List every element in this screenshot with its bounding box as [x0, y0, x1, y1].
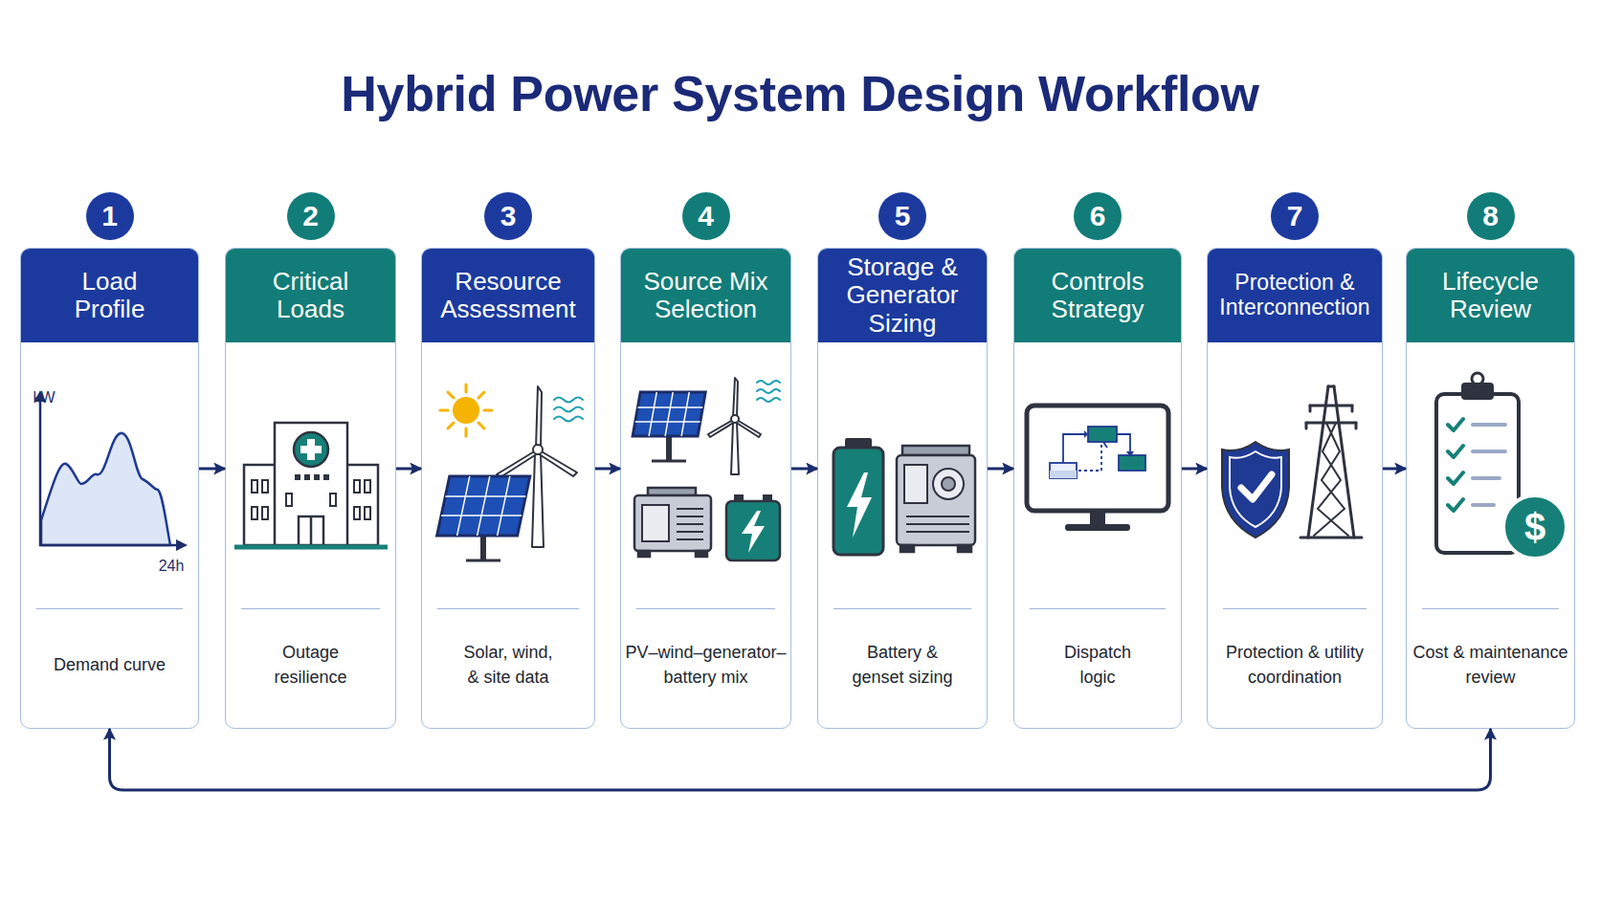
card-header-band: Controls Strategy	[1014, 248, 1181, 343]
step-number: 2	[302, 200, 319, 233]
flow-connector	[987, 467, 1014, 471]
step-number-circle: 3	[484, 192, 533, 241]
step-title: Storage & Generator Sizing	[830, 253, 975, 337]
card-header-band: Source Mix Selection	[621, 248, 791, 343]
step-caption: Demand curve	[53, 652, 166, 678]
axis-label: 24h	[153, 555, 190, 578]
flow-connector	[595, 467, 621, 471]
step-caption: Solar, wind, & site data	[458, 640, 559, 690]
step-number: 5	[894, 200, 912, 233]
card-caption: Protection & utility coordination	[1207, 623, 1382, 707]
step-number-circle: 6	[1073, 192, 1122, 241]
step-card: Lifecycle ReviewCost & maintenance revie…	[1405, 247, 1576, 730]
card-header-band: Load Profile	[21, 248, 199, 343]
step-card: Controls StrategyDispatch logic	[1013, 247, 1182, 730]
step-number-circle: 5	[878, 192, 927, 241]
step-number-circle: 8	[1466, 192, 1515, 241]
flow-connector	[110, 729, 1491, 791]
flow-connector	[791, 467, 818, 471]
step-title: Lifecycle Review	[1414, 267, 1568, 324]
step-number: 6	[1089, 200, 1107, 233]
card-header-band: Protection & Interconnection	[1207, 248, 1382, 343]
card-header-band: Lifecycle Review	[1406, 248, 1575, 343]
flow-connector	[1181, 467, 1207, 471]
flow-connector	[199, 467, 225, 471]
flow-connector	[396, 467, 422, 471]
step-caption: Outage resilience	[258, 640, 364, 690]
step-number-circle: 1	[86, 192, 134, 241]
step-title: Critical Loads	[253, 267, 369, 324]
card-header-band: Resource Assessment	[422, 248, 595, 343]
step-card: Protection & InterconnectionProtection &…	[1206, 247, 1383, 730]
step-caption: Cost & maintenance review	[1408, 640, 1574, 690]
step-number-circle: 4	[682, 192, 731, 241]
card-header-band: Critical Loads	[225, 248, 396, 343]
card-divider	[636, 608, 776, 610]
step-caption: Battery & genset sizing	[840, 640, 965, 690]
step-title: Resource Assessment	[431, 267, 585, 324]
card-divider	[1422, 608, 1559, 610]
step-number: 7	[1287, 200, 1304, 233]
card-divider	[36, 608, 183, 610]
card-caption: PV–wind–generator–battery mix	[621, 623, 791, 707]
flow-connector	[1382, 467, 1406, 471]
step-title: Source Mix Selection	[634, 267, 778, 324]
step-caption: Protection & utility coordination	[1213, 640, 1377, 690]
step-number-circle: 2	[287, 192, 335, 241]
card-header-band: Storage & Generator Sizing	[818, 248, 987, 343]
step-card: Source Mix SelectionPV–wind–generator–ba…	[620, 247, 792, 730]
card-caption: Dispatch logic	[1014, 623, 1181, 707]
axis-label: kW	[28, 386, 60, 410]
step-card: Critical LoadsOutage resilience	[224, 247, 397, 730]
step-caption: PV–wind–generator–battery mix	[622, 640, 790, 690]
card-divider	[1029, 608, 1166, 610]
step-card: Storage & Generator SizingBattery & gens…	[817, 247, 988, 730]
card-caption: Battery & genset sizing	[818, 623, 987, 707]
step-number: 3	[500, 200, 517, 233]
card-divider	[437, 608, 579, 610]
step-card: Resource AssessmentSolar, wind, & site d…	[421, 247, 596, 730]
card-divider	[1222, 608, 1367, 610]
card-caption: Demand curve	[21, 623, 199, 707]
card-caption: Outage resilience	[225, 623, 396, 707]
step-number: 4	[697, 200, 714, 233]
step-title: Protection & Interconnection	[1212, 270, 1378, 321]
diagram-title: Hybrid Power System Design Workflow	[0, 57, 1600, 131]
card-divider	[241, 608, 380, 610]
currency-symbol: $	[1511, 503, 1559, 552]
step-title: Controls Strategy	[1025, 267, 1170, 324]
card-caption: Solar, wind, & site data	[422, 623, 595, 707]
step-title: Load Profile	[52, 267, 168, 324]
step-card: Load ProfileDemand curve	[20, 247, 200, 730]
step-number: 1	[101, 200, 118, 233]
card-caption: Cost & maintenance review	[1406, 623, 1575, 707]
step-number-circle: 7	[1270, 192, 1319, 241]
card-divider	[833, 608, 972, 610]
step-number: 8	[1482, 200, 1499, 233]
step-caption: Dispatch logic	[1049, 640, 1146, 690]
